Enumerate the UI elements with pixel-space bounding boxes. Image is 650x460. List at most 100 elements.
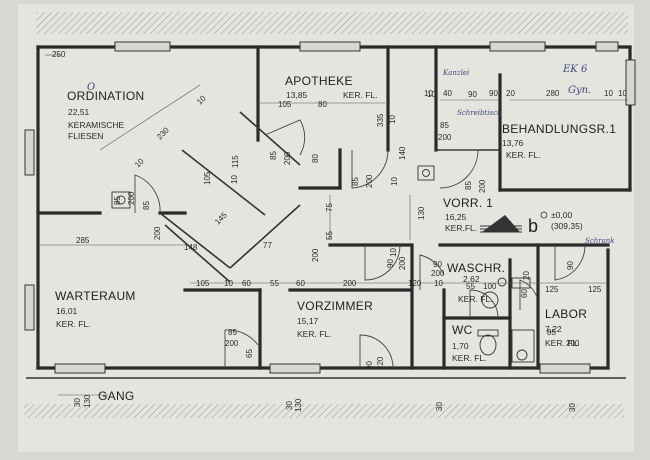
dim-label: 140 [398, 146, 407, 160]
dim-label: 10 [390, 177, 399, 186]
room-floor-vorzimmer: KER. FL. [297, 329, 331, 339]
dim-label: 10 [389, 248, 398, 257]
dim-label: 55 [325, 231, 334, 240]
handwritten-gyn: Gyn. [568, 85, 591, 96]
dim-label: 105 [203, 171, 212, 185]
handwritten-o-mark: O [87, 82, 95, 93]
dim-label: 10 [604, 89, 613, 98]
handwritten-note-3: Schrank [585, 237, 615, 245]
room-area-apotheke: 13,85 [286, 90, 308, 100]
room-floor-apotheke: KER. FL. [343, 90, 377, 100]
room-behandlung: BEHANDLUNGSR.1 13,76 KER. FL. [502, 122, 616, 160]
dim-label: 120 [408, 279, 422, 288]
top-wall-band [36, 12, 628, 34]
dim-label: 85 [440, 121, 449, 130]
dim-label: 65 [245, 349, 254, 358]
room-name-vorzimmer: VORZIMMER [297, 299, 373, 313]
room-area-warteraum: 16,01 [56, 306, 78, 316]
room-area-waschraum: 2,62 [463, 274, 480, 284]
dim-label: 85 [269, 151, 278, 160]
dim-label: 335 [376, 113, 385, 127]
dim-label: 85 [351, 177, 360, 186]
room-area-vorraum: 16,25 [445, 212, 467, 222]
room-name-waschraum: WASCHR. [447, 261, 505, 275]
dim-label: 10 [427, 90, 436, 99]
room-floor-behandlung: KER. FL. [506, 150, 540, 160]
dim-label: 85 [547, 328, 556, 337]
dim-label: 200 [431, 269, 445, 278]
dim-label: 200 [398, 256, 407, 270]
dim-label: 30 [73, 398, 82, 407]
dim-label: 90 [489, 89, 498, 98]
dim-label: 125 [588, 285, 602, 294]
dim-label: 30 [285, 401, 294, 410]
dim-label: 115 [231, 155, 240, 168]
dim-label: 20 [506, 89, 515, 98]
dim-label: 40 [443, 89, 452, 98]
room-waschraum: WASCHR. 2,62 KER. FL. [447, 261, 505, 304]
level-value: ±0,00 [551, 210, 572, 220]
dim-label: 200 [225, 339, 239, 348]
dim-label: 90 [468, 90, 477, 99]
room-name-apotheke: APOTHEKE [285, 74, 353, 88]
bottom-wall-band [24, 404, 624, 418]
room-name-warteraum: WARTERAUM [55, 289, 136, 303]
lab-counter [511, 329, 535, 363]
dim-label: 10 [230, 175, 239, 184]
dim-label: 200 [343, 279, 357, 288]
dim-label: 200 [153, 226, 162, 240]
dim-label: 20 [522, 271, 531, 280]
dim-label: 77 [263, 241, 272, 250]
room-labor: LABOR 7,22 KER. FL. [545, 307, 587, 348]
dim-label: 60 [296, 279, 305, 288]
dimension-texts: 250 10 230 10 115 85 200 105 105 90 10 8… [52, 50, 627, 412]
dim-label: 105 [278, 100, 292, 109]
room-name-behandlung: BEHANDLUNGSR.1 [502, 122, 616, 136]
dim-label: 100 [483, 282, 497, 291]
paper-sheet [18, 4, 634, 452]
dim-label: 130 [294, 398, 303, 412]
dim-label: 85 [464, 181, 473, 190]
dim-label: 200 [127, 191, 136, 205]
room-floor-ordination: KERAMISCHE [68, 120, 125, 130]
dim-label: 285 [76, 236, 90, 245]
room-name-wc: WC [452, 323, 473, 337]
stair-symbol [480, 215, 522, 233]
dim-label: 90 [566, 261, 575, 270]
dim-label: 90 [386, 259, 395, 268]
dim-label: 80 [311, 154, 320, 163]
dim-label: 85 [113, 196, 122, 205]
dim-label: 125 [545, 285, 559, 294]
room-vorraum: VORR. 1 16,25 KER.FL. [443, 196, 493, 233]
dimension-lines [40, 54, 628, 396]
dim-label: 85 [142, 201, 151, 210]
handwritten-ek6: EK 6 [562, 64, 588, 75]
dim-label: 250 [52, 50, 66, 59]
dim-label: 200 [311, 248, 320, 262]
dim-label: 10 [618, 89, 627, 98]
dim-label: 10 [424, 89, 433, 98]
ordination-sink [111, 191, 131, 209]
dim-label: 105 [196, 279, 210, 288]
vorraum-sink [417, 165, 435, 181]
room-floor-labor: KER. FL. [545, 338, 579, 348]
dim-label: 10 [224, 279, 233, 288]
doors [134, 119, 586, 369]
room-area-behandlung: 13,76 [502, 138, 524, 148]
room-ordination: ORDINATION 22,51 KERAMISCHE FLIESEN [67, 89, 144, 141]
dim-label: 55 [466, 282, 475, 291]
room-name-ordination: ORDINATION [67, 89, 144, 103]
dim-label: 200 [283, 151, 292, 165]
dim-label: 200 [365, 174, 374, 188]
dim-label: 130 [417, 206, 426, 220]
level-marker: b ±0,00 (309,35) [528, 210, 583, 236]
room-floor-waschraum: KER. FL. [458, 294, 492, 304]
dim-label: 60 [242, 279, 251, 288]
dim-label: 80 [318, 100, 327, 109]
room-floor-vorraum: KER.FL. [445, 223, 477, 233]
dim-label: 200 [478, 179, 487, 193]
room-apotheke: APOTHEKE 13,85 KER. FL. [285, 74, 377, 100]
wc-bowl [479, 334, 497, 356]
handwritten-note-top: Kanzlei [442, 69, 469, 77]
